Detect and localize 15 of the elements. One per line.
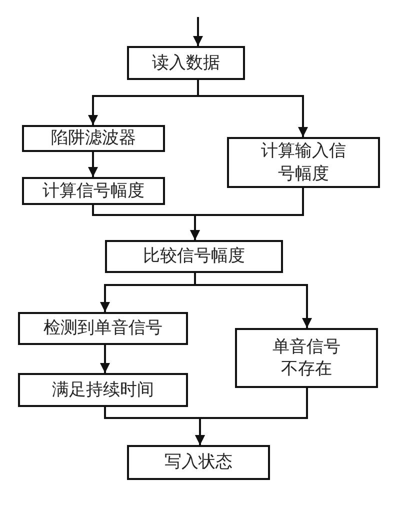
arrow: [88, 152, 98, 177]
process-box: 检测到单音信号: [18, 312, 188, 345]
arrow: [195, 388, 308, 445]
process-box: 写入状态: [127, 445, 270, 480]
arrow: [193, 17, 203, 46]
process-box: 陷阱滤波器: [22, 125, 165, 152]
process-box: 满足持续时间: [18, 373, 188, 407]
process-box: 比较信号幅度: [105, 240, 283, 273]
process-box: 计算输入信号幅度: [227, 137, 380, 188]
arrow: [190, 188, 304, 240]
process-box: 计算信号幅度: [22, 177, 165, 205]
arrow: [197, 80, 308, 137]
process-box: 读入数据: [127, 46, 245, 80]
arrow: [100, 345, 110, 373]
process-box: 单音信号不存在: [235, 328, 378, 388]
